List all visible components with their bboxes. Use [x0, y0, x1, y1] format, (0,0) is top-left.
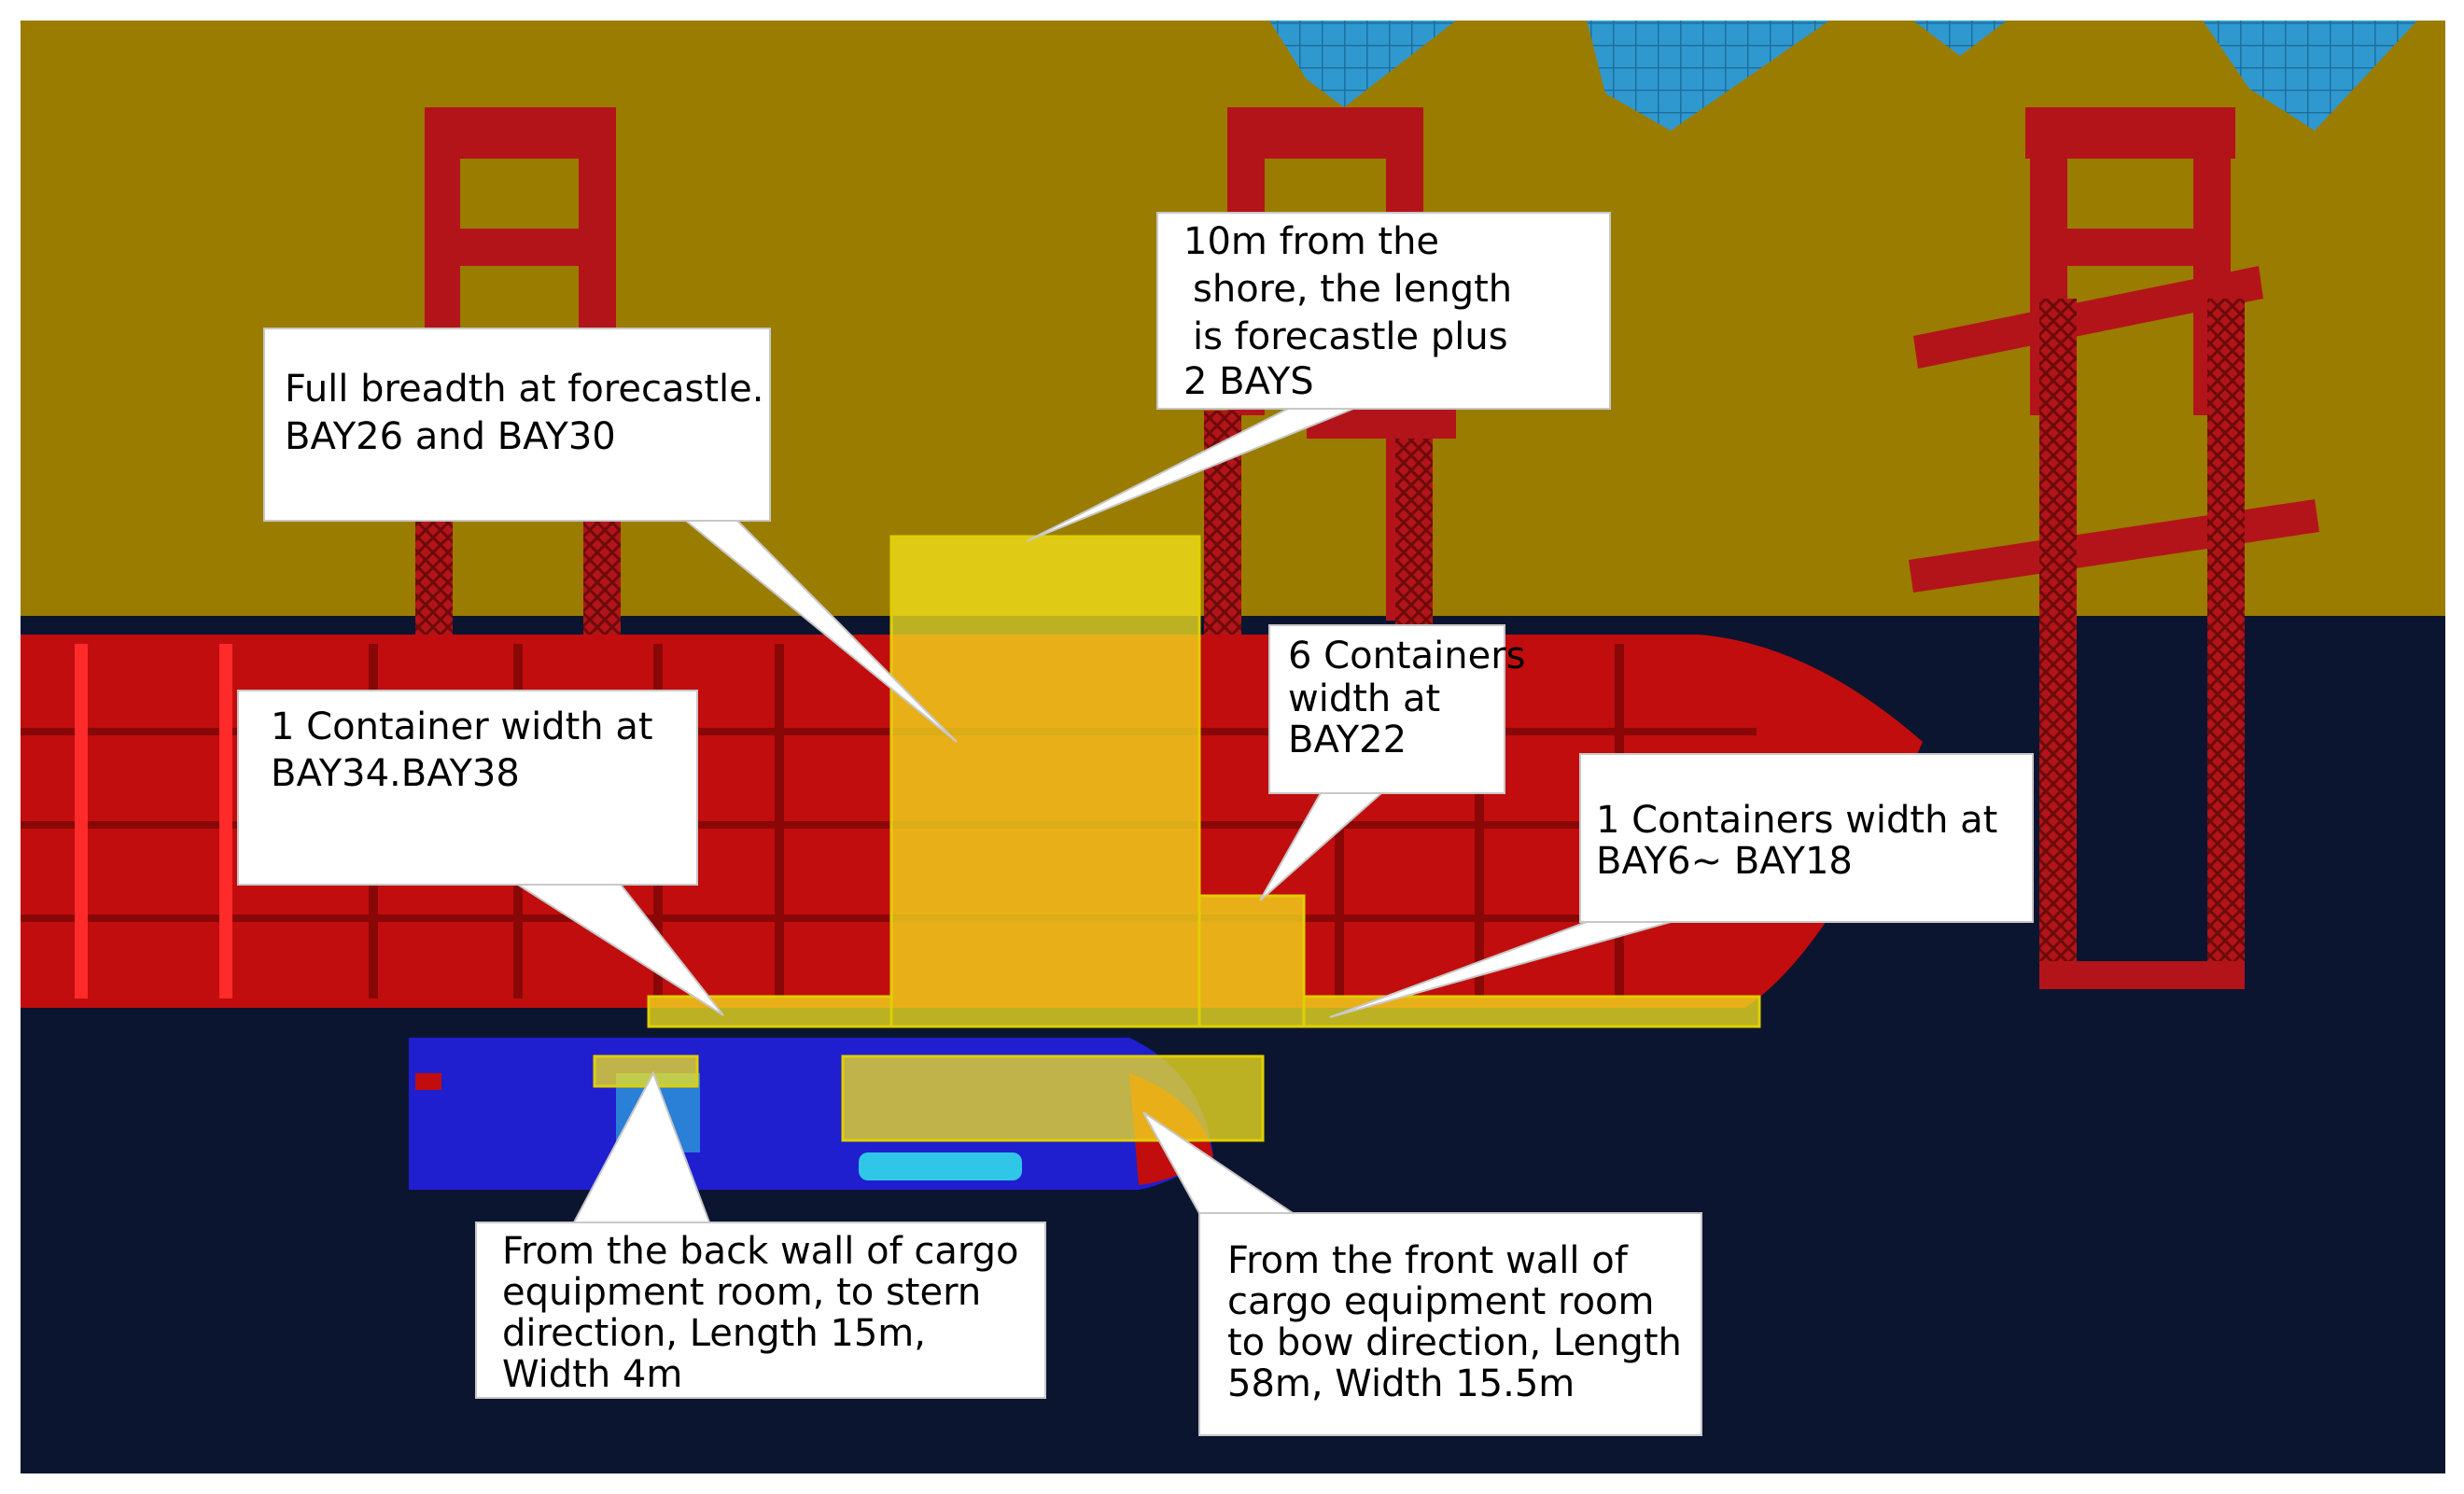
- gantry-crane-3: [1909, 107, 2319, 989]
- callout-ten-m-shore-line-2: shore, the length: [1193, 268, 1512, 311]
- callout-back-wall-line-3: direction, Length 15m,: [502, 1312, 926, 1355]
- callout-back-wall-line-1: From the back wall of cargo: [502, 1230, 1019, 1273]
- callout-full-breadth: Full breadth at forecastle. BAY26 and BA…: [263, 328, 958, 743]
- callout-one-containers-6-18-line-1: 1 Containers width at: [1596, 799, 1997, 842]
- callout-ten-m-shore: 10m from the shore, the length is foreca…: [1026, 212, 1611, 542]
- callout-full-breadth-line-1: Full breadth at forecastle.: [285, 368, 763, 411]
- callout-one-container-34-38: 1 Container width at BAY34.BAY38: [237, 690, 724, 1016]
- callout-six-containers: 6 Containers width at BAY22: [1259, 624, 1525, 901]
- callout-front-wall-line-1: From the front wall of: [1227, 1239, 1629, 1282]
- zone-bay22: [1197, 894, 1306, 1028]
- callout-ten-m-shore-line-4: 2 BAYS: [1183, 360, 1314, 403]
- zone-highlights: [593, 535, 1761, 1142]
- callout-ten-m-shore-line-3: is forecastle plus: [1193, 315, 1508, 358]
- callout-one-container-34-38-line-1: 1 Container width at: [271, 705, 653, 748]
- callout-one-container-34-38-line-2: BAY34.BAY38: [271, 752, 520, 795]
- zone-front-wall: [841, 1054, 1265, 1142]
- zone-bay34-38: [647, 995, 893, 1028]
- solar-panel-array: [1269, 21, 2417, 131]
- callout-front-wall-line-2: cargo equipment room: [1227, 1280, 1654, 1323]
- callout-six-containers-line-1: 6 Containers: [1288, 635, 1525, 677]
- callout-front-wall-line-3: to bow direction, Length: [1227, 1321, 1682, 1364]
- callout-front-wall-line-4: 58m, Width 15.5m: [1227, 1362, 1575, 1405]
- zone-full-breadth-forecastle: [889, 535, 1201, 1028]
- callout-six-containers-line-2: width at: [1288, 677, 1440, 720]
- callout-back-wall-line-2: equipment room, to stern: [502, 1271, 981, 1314]
- callout-full-breadth-line-2: BAY26 and BAY30: [285, 415, 616, 458]
- callout-back-wall: From the back wall of cargo equipment ro…: [475, 1070, 1046, 1399]
- callout-front-wall: From the front wall of cargo equipment r…: [1142, 1111, 1702, 1436]
- callout-one-containers-6-18-line-2: BAY6~ BAY18: [1596, 840, 1853, 883]
- callout-one-containers-6-18: 1 Containers width at BAY6~ BAY18: [1329, 753, 2034, 1018]
- callout-ten-m-shore-line-1: 10m from the: [1183, 220, 1439, 263]
- zone-back-wall: [593, 1054, 699, 1088]
- callout-six-containers-line-3: BAY22: [1288, 719, 1407, 761]
- callout-back-wall-line-4: Width 4m: [502, 1353, 682, 1396]
